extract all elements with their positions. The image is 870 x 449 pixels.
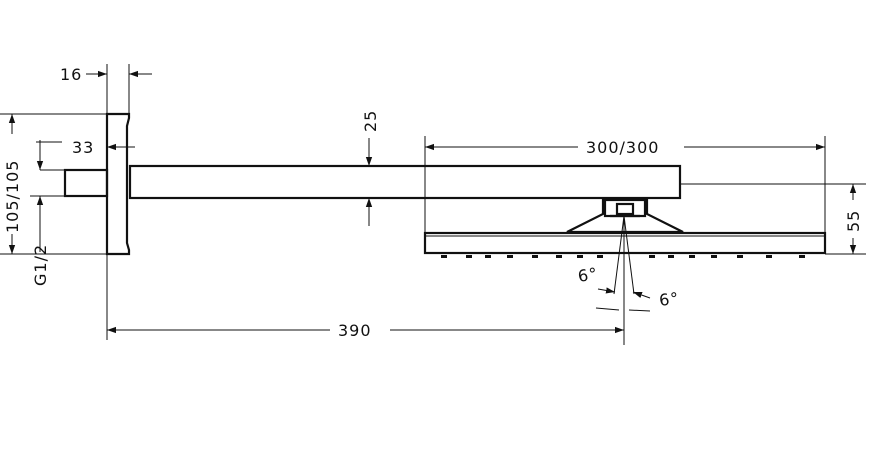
dim-arm-height: 25 [361, 110, 380, 226]
dim-projection: 390 [106, 214, 625, 345]
dim-plate-thickness: 16 [60, 64, 152, 114]
nozzle [485, 255, 491, 258]
dim-55-label: 55 [844, 210, 863, 232]
wall-plate [105, 112, 131, 256]
dim-tilt: 6° 6° [576, 215, 681, 312]
dim-g12-label: G1/2 [31, 244, 50, 286]
nozzle [466, 255, 472, 258]
dim-105-label: 105/105 [3, 160, 22, 233]
nozzle [799, 255, 805, 258]
thread-nipple [63, 168, 109, 198]
dim-head-height: 55 [680, 183, 866, 255]
dim-300-label: 300/300 [586, 138, 659, 157]
dim-head-size: 300/300 [424, 136, 826, 233]
dim-tilt-right-label: 6° [658, 288, 681, 310]
nozzle [737, 255, 743, 258]
nozzle [441, 255, 447, 258]
nozzle [597, 255, 603, 258]
spray-nozzles [441, 255, 805, 258]
dim-arm-offset: 33 [36, 138, 135, 171]
dim-plate-height: 105/105 [0, 113, 107, 255]
nozzle [507, 255, 513, 258]
nozzle [766, 255, 772, 258]
dim-16-label: 16 [60, 65, 82, 84]
dim-390-label: 390 [338, 321, 372, 340]
dim-25-label: 25 [361, 110, 380, 132]
nozzle [689, 255, 695, 258]
dim-tilt-left-label: 6° [576, 264, 599, 286]
nozzle [532, 255, 538, 258]
shower-arm [128, 164, 682, 200]
nozzle [577, 255, 583, 258]
dim-thread: G1/2 [30, 195, 65, 286]
nozzle [649, 255, 655, 258]
nozzle [668, 255, 674, 258]
dim-33-label: 33 [72, 138, 94, 157]
nozzle [556, 255, 562, 258]
shower-head [423, 231, 827, 255]
nozzle [711, 255, 717, 258]
